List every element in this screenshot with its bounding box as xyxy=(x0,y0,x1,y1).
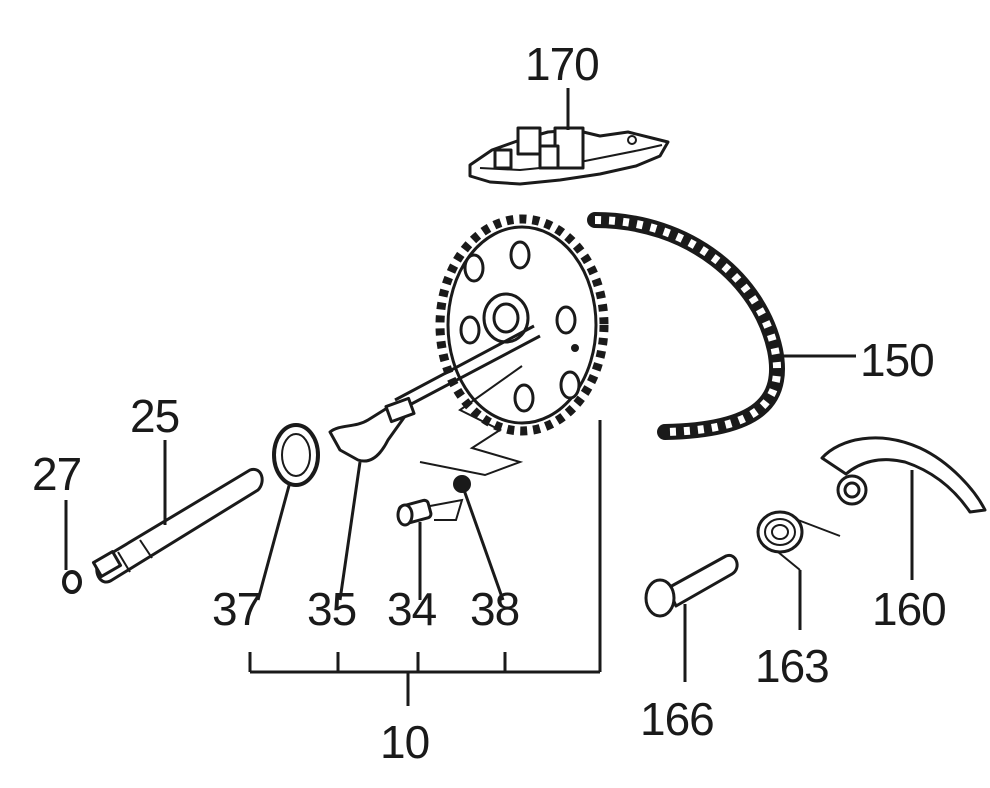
label-38: 38 xyxy=(470,583,519,635)
leader-35 xyxy=(338,461,362,601)
cam-rod xyxy=(394,324,541,412)
part-34-bolt xyxy=(396,498,464,527)
label-166: 166 xyxy=(640,693,714,745)
spring-wire xyxy=(419,365,524,477)
part-38-pin xyxy=(453,475,471,493)
label-163: 163 xyxy=(755,640,829,692)
part-25-shaft xyxy=(91,467,264,584)
part-160-tensioner xyxy=(820,436,987,514)
leader-37 xyxy=(256,481,292,601)
label-27: 27 xyxy=(32,448,81,500)
part-170-chain-guide xyxy=(468,126,670,186)
cam-sprocket xyxy=(435,214,609,436)
label-35: 35 xyxy=(307,583,356,635)
label-25: 25 xyxy=(130,390,179,442)
label-37: 37 xyxy=(212,583,261,635)
label-170: 170 xyxy=(525,38,599,90)
label-10: 10 xyxy=(380,716,429,768)
part-166-bolt xyxy=(644,553,739,618)
part-150-timing-chain xyxy=(587,212,786,440)
label-160: 160 xyxy=(872,583,946,635)
leader-38 xyxy=(462,489,505,601)
part-27-washer xyxy=(62,570,82,594)
part-35-lever xyxy=(328,396,416,463)
label-150: 150 xyxy=(860,334,934,386)
part-37-ring xyxy=(272,423,320,487)
label-34: 34 xyxy=(387,583,437,635)
part-163-spring xyxy=(756,510,841,571)
assembly-bracket-10 xyxy=(248,420,602,706)
